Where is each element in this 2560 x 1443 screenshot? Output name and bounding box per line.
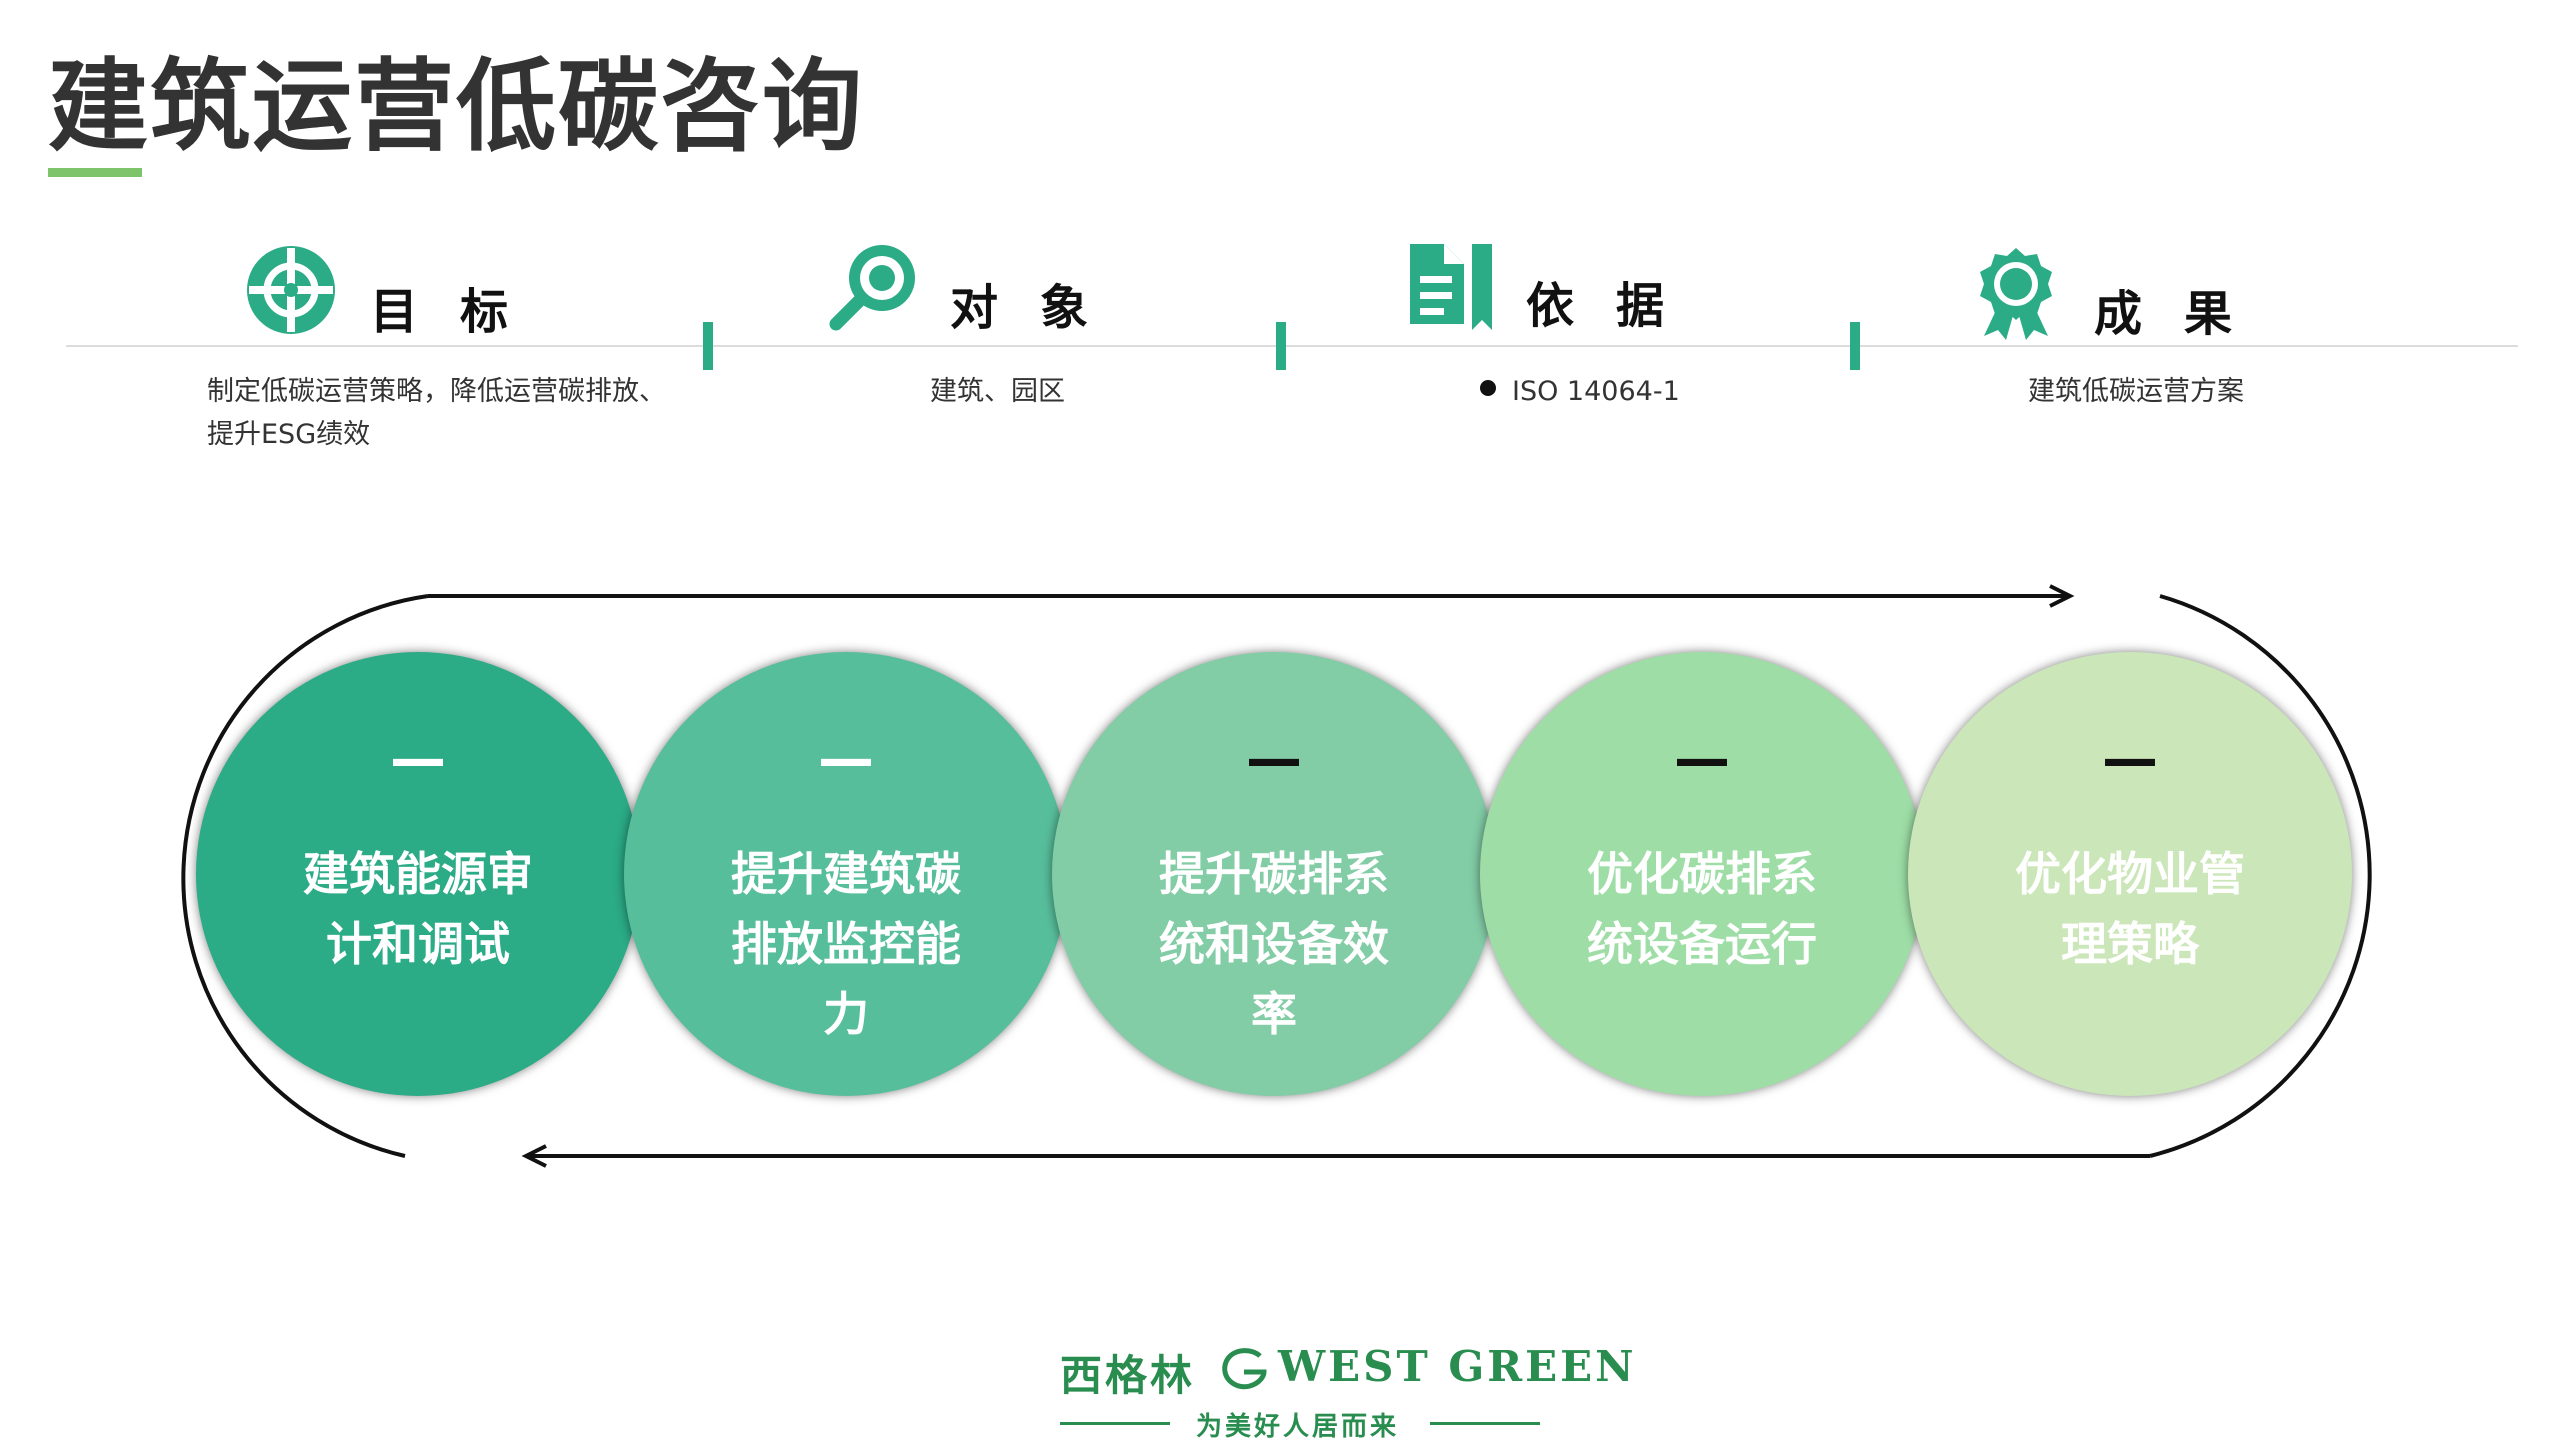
step-label: 建筑能源审计和调试	[303, 847, 533, 971]
top-arrowhead	[2049, 584, 2075, 608]
info-heading-basis: 依据	[1526, 278, 1707, 334]
info-desc-result: 建筑低碳运营方案	[2028, 376, 2244, 407]
logo-chinese-name: 西格林	[1060, 1351, 1196, 1400]
slogan-line-right	[1430, 1422, 1540, 1425]
logo-slogan: 为美好人居而来	[1196, 1412, 1400, 1442]
document-icon	[1410, 244, 1492, 330]
leaf-logo-icon	[1222, 1348, 1267, 1390]
logo-english-name: WEST GREEN	[1278, 1342, 1637, 1391]
title-underline	[48, 168, 142, 177]
info-divider-line	[66, 345, 2518, 347]
bullet-dot	[1480, 380, 1496, 396]
step-dash: —	[1674, 727, 1730, 792]
bottom-arrowhead	[521, 1144, 547, 1168]
step-dash: —	[1246, 727, 1302, 792]
step-label: 优化碳排系统设备运行	[1587, 847, 1817, 971]
right-arc	[2149, 594, 2372, 1158]
step-dash: —	[390, 727, 446, 792]
divider-tick	[1276, 322, 1286, 370]
step-circle-2: — 提升建筑碳排放监控能力	[624, 652, 1068, 1096]
step-label: 提升碳排系统和设备效率	[1159, 847, 1389, 1041]
step-circle-3: — 提升碳排系统和设备效率	[1052, 652, 1496, 1096]
info-heading-result: 成果	[2094, 286, 2275, 342]
left-arc	[181, 594, 429, 1158]
info-heading-target: 目标	[370, 284, 551, 340]
magnifier-icon	[829, 245, 915, 331]
info-heading-object: 对象	[950, 280, 1131, 336]
step-circle-1: — 建筑能源审计和调试	[196, 652, 640, 1096]
divider-tick	[1850, 322, 1860, 370]
step-circle-5: — 优化物业管理策略	[1908, 652, 2352, 1096]
step-circle-4: — 优化碳排系统设备运行	[1480, 652, 1924, 1096]
step-dash: —	[818, 727, 874, 792]
info-desc-target: 制定低碳运营策略，降低运营碳排放、提升ESG绩效	[207, 376, 666, 451]
divider-tick	[703, 322, 713, 370]
info-desc-basis: ISO 14064-1	[1512, 376, 1680, 407]
info-desc-object: 建筑、园区	[930, 376, 1065, 407]
step-label: 优化物业管理策略	[2015, 847, 2245, 971]
step-dash: —	[2102, 727, 2158, 792]
slogan-line-left	[1060, 1422, 1170, 1425]
award-icon	[1980, 248, 2052, 340]
step-label: 提升建筑碳排放监控能力	[731, 847, 961, 1041]
target-icon	[247, 246, 335, 334]
page-title: 建筑运营低碳咨询	[48, 48, 864, 165]
